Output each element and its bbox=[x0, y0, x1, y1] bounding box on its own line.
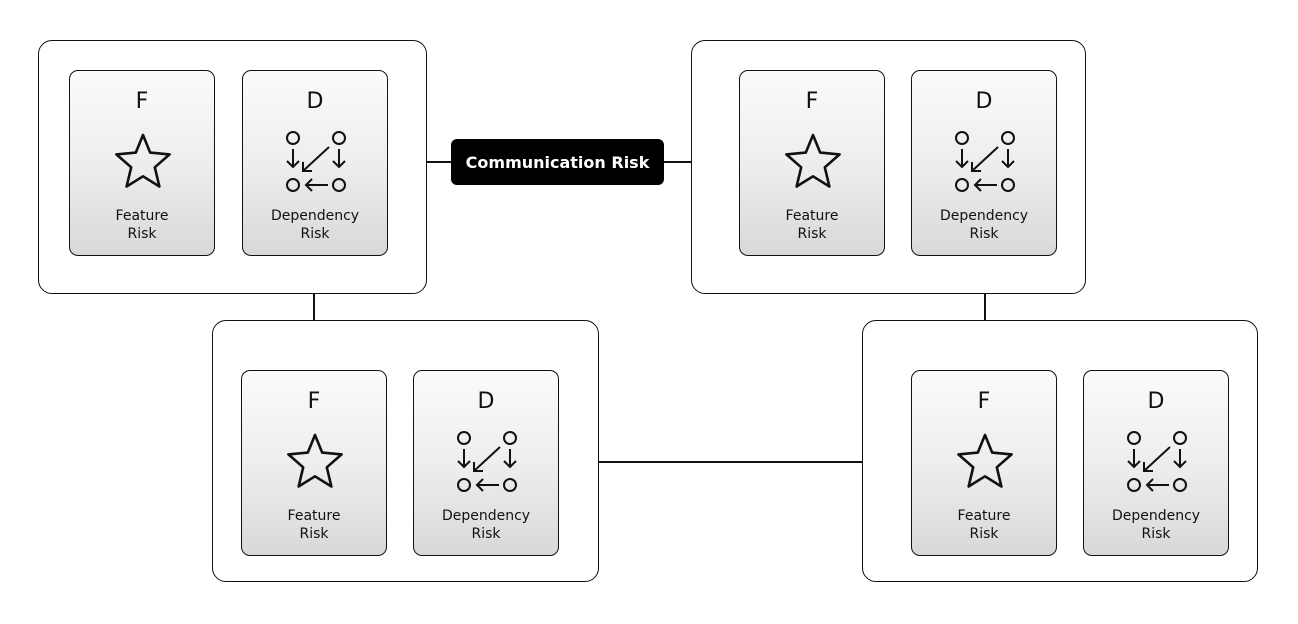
dependency-graph-icon bbox=[457, 431, 517, 492]
card-letter: F bbox=[307, 389, 321, 414]
dependency-graph-icon bbox=[1127, 431, 1187, 492]
dependency-graph-icon bbox=[286, 131, 346, 192]
card-letter: D bbox=[477, 389, 495, 414]
card-letter: D bbox=[975, 89, 993, 114]
star-icon bbox=[115, 133, 171, 188]
communication-risk-label: Communication Risk bbox=[451, 139, 664, 185]
card-letter: D bbox=[1147, 389, 1165, 414]
card-letter: F bbox=[805, 89, 819, 114]
card-letter: F bbox=[135, 89, 149, 114]
star-icon bbox=[957, 433, 1013, 488]
card-letter: D bbox=[306, 89, 324, 114]
dependency-graph-icon bbox=[955, 131, 1015, 192]
star-icon bbox=[287, 433, 343, 488]
card-letter: F bbox=[977, 389, 991, 414]
star-icon bbox=[785, 133, 841, 188]
